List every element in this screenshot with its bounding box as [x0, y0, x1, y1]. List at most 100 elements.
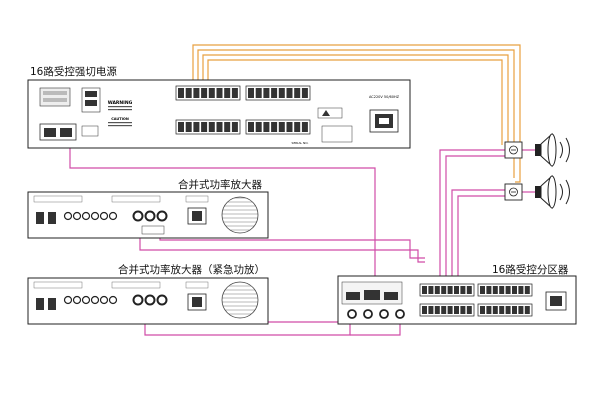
terminal-slot: [278, 122, 285, 132]
speaker-terminal: [132, 210, 144, 222]
warning-sticker: [317, 107, 343, 119]
network-ports: [364, 290, 380, 300]
terminal-slot: [224, 122, 231, 132]
terminal-slot: [447, 306, 453, 314]
amplifier-label: 合并式功率放大器: [178, 179, 262, 191]
serial-no-text: SERIAL NO.: [292, 141, 309, 145]
fan-grille-icon: [221, 281, 259, 319]
terminal-slot: [480, 286, 485, 294]
terminal-slot: [447, 286, 453, 294]
terminal-slot: [231, 122, 238, 132]
terminal-slot: [434, 286, 440, 294]
orange-wire-1: [192, 44, 521, 183]
terminal-slot: [271, 122, 278, 132]
terminal-strip: [419, 303, 475, 317]
terminal-slot: [466, 306, 472, 314]
terminal-strip: [477, 283, 533, 297]
input-jack: [81, 211, 91, 221]
pink-wire-zone-spk1-a: [439, 149, 505, 280]
terminal-slot: [505, 286, 511, 294]
terminal-slot: [286, 88, 293, 98]
speaker-terminal: [132, 294, 144, 306]
input-jack: [81, 295, 91, 305]
pink-wire-seq-zone: [69, 140, 376, 280]
terminal-slot: [454, 306, 459, 314]
pink-wire-zone-spk1-b: [445, 155, 505, 280]
zone-controller-label: 16路受控分区器: [492, 264, 569, 276]
input-jack: [90, 295, 100, 305]
terminal-slot: [263, 88, 270, 98]
input-jack: [63, 211, 73, 221]
terminal-slot: [216, 88, 223, 98]
amplifier-unit: [27, 191, 269, 239]
terminal-slot: [512, 286, 517, 294]
speaker-set-1: [504, 132, 570, 168]
terminal-slot: [231, 88, 238, 98]
terminal-strip: [477, 303, 533, 317]
emergency-amplifier-unit: [27, 277, 269, 325]
input-jack: [108, 295, 118, 305]
terminal-slot: [518, 306, 524, 314]
terminal-slot: [271, 88, 278, 98]
terminal-slot: [263, 122, 270, 132]
terminal-strip: [245, 85, 311, 101]
terminal-slot: [524, 286, 530, 294]
terminal-slot: [434, 306, 440, 314]
speaker-terminal: [144, 294, 156, 306]
terminal-slot: [422, 286, 427, 294]
pink-wire-amp1-a: [139, 225, 425, 263]
terminal-slot: [178, 122, 184, 132]
input-jack: [72, 295, 82, 305]
terminal-slot: [428, 286, 434, 294]
terminal-slot: [492, 306, 498, 314]
terminal-slot: [512, 306, 517, 314]
input-jack: [90, 211, 100, 221]
dip-switch: [81, 125, 99, 137]
terminal-slot: [499, 286, 505, 294]
terminal-slot: [499, 306, 505, 314]
terminal-slot: [441, 306, 447, 314]
terminal-slot: [216, 122, 223, 132]
terminal-slot: [524, 306, 530, 314]
terminal-slot: [460, 286, 466, 294]
fan-grille-icon: [221, 196, 259, 234]
terminal-slot: [255, 88, 262, 98]
terminal-slot: [492, 286, 498, 294]
emergency-amplifier-label: 合并式功率放大器（紧急功放）: [118, 264, 265, 276]
terminal-block-icon: [175, 85, 311, 135]
terminal-slot: [193, 88, 200, 98]
terminal-slot: [486, 306, 492, 314]
caution-text: CAUTION: [111, 117, 129, 121]
terminal-slot: [301, 88, 308, 98]
terminal-slot: [466, 286, 472, 294]
terminal-strip: [175, 85, 241, 101]
input-jack: [347, 309, 357, 319]
terminal-slot: [248, 122, 254, 132]
pink-wire-zone-spk2-a: [451, 189, 505, 280]
power-sequencer-label: 16路受控强切电源: [30, 66, 117, 78]
terminal-slot: [441, 286, 447, 294]
terminal-slot: [208, 88, 215, 98]
terminal-slot: [518, 286, 524, 294]
speaker-icon: [535, 132, 570, 168]
orange-wire-2: [197, 49, 515, 178]
power-sequencer-unit: WARNING CAUTION AC220V 50/60HZ SERIAL NO…: [27, 79, 411, 149]
input-jack: [363, 309, 373, 319]
db-connector: [346, 292, 360, 300]
db-connector: [39, 87, 71, 107]
terminal-slot: [460, 306, 466, 314]
terminal-strip: [245, 119, 311, 135]
input-jack: [63, 295, 73, 305]
input-jack: [72, 211, 82, 221]
orange-wire-4: [207, 59, 503, 145]
orange-wire-3: [202, 54, 509, 148]
terminal-slot: [428, 306, 434, 314]
pink-wire-zone-spk2-b: [457, 195, 505, 280]
terminal-strip: [419, 283, 475, 297]
terminal-slot: [294, 88, 301, 98]
terminal-slot: [294, 122, 301, 132]
terminal-slot: [286, 122, 293, 132]
terminal-slot: [422, 306, 427, 314]
